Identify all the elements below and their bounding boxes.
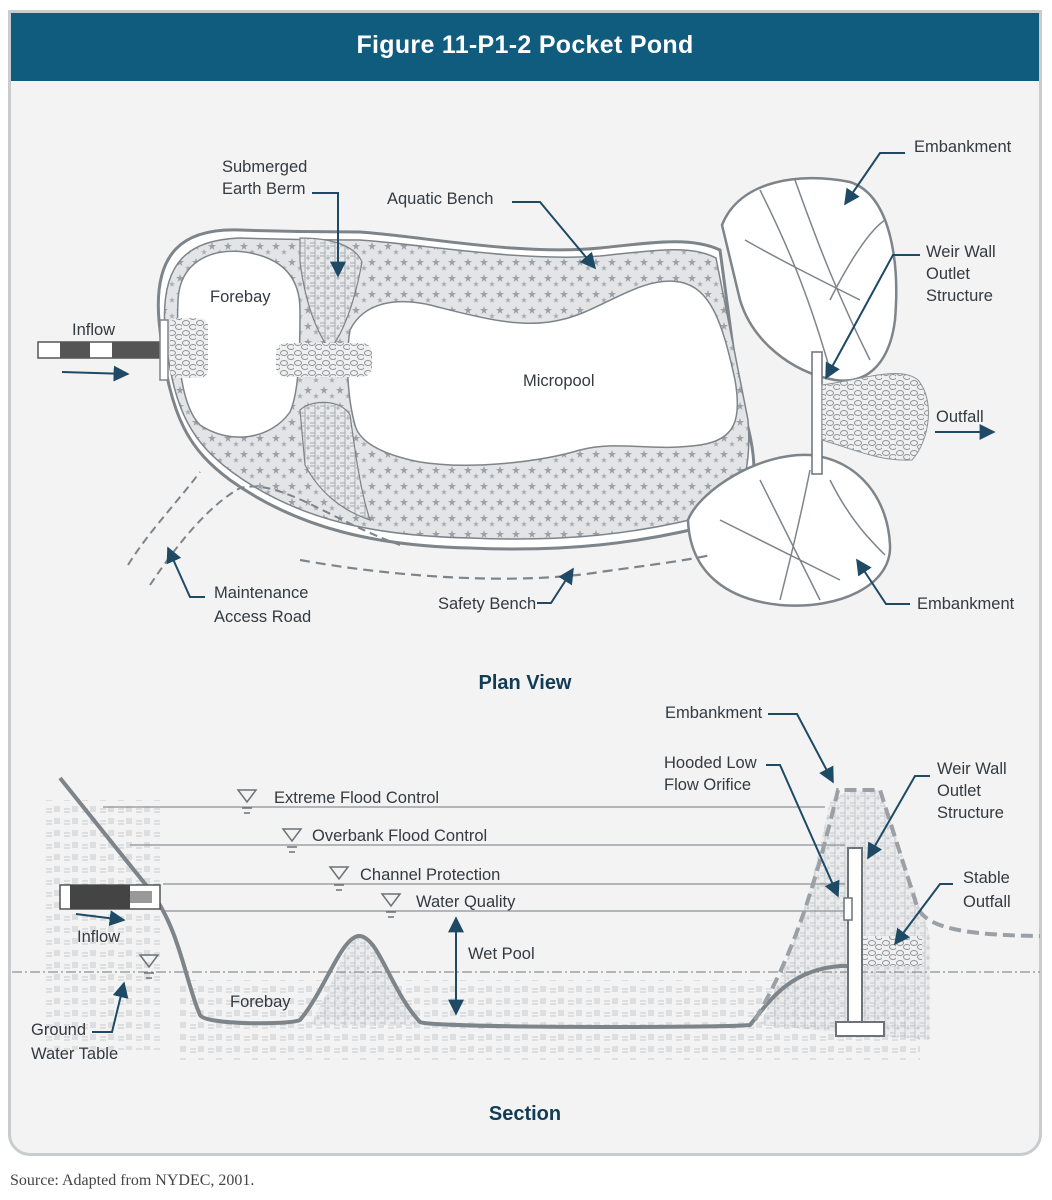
label-safety-bench: Safety Bench: [438, 595, 536, 613]
submerged-earth-berm: [299, 237, 363, 352]
label-aquatic-bench: Aquatic Bench: [387, 190, 493, 208]
label-embankment-top: Embankment: [914, 138, 1012, 156]
label-stable: Stable: [963, 869, 1010, 887]
label-water-quality: Water Quality: [416, 893, 516, 911]
stable-outfall-riprap: [862, 936, 922, 966]
inflow-arrow: [61, 365, 130, 382]
safety-bench-dash: [299, 553, 711, 580]
berm-leader: [312, 192, 346, 278]
figure-title: Figure 11-P1-2 Pocket Pond: [11, 13, 1039, 81]
label-section-structure: Structure: [937, 804, 1004, 822]
embankment-top: [720, 176, 898, 382]
section-weir-leader: [867, 775, 930, 860]
plan-view-heading: Plan View: [478, 672, 571, 694]
label-structure: Structure: [926, 287, 993, 305]
label-channel-protection: Channel Protection: [360, 866, 500, 884]
source-note: Source: Adapted from NYDEC, 2001.: [10, 1172, 255, 1189]
label-section-outlet: Outlet: [937, 782, 981, 800]
section-heading: Section: [489, 1103, 561, 1125]
weir-leader: [825, 254, 920, 380]
soil-left: [42, 800, 162, 1050]
aquatic-leader: [512, 201, 597, 270]
pond-profile: [58, 776, 855, 1029]
label-embankment-bottom: Embankment: [917, 595, 1015, 613]
label-section-inflow: Inflow: [77, 928, 120, 946]
label-section-embankment: Embankment: [665, 704, 763, 722]
micropool-water: [346, 280, 739, 466]
embankment-profile: [753, 788, 1041, 1022]
embankment-bottom-leader: [856, 558, 910, 605]
label-water-table: Water Table: [31, 1045, 118, 1063]
section-inflow-arrow: [75, 910, 126, 927]
label-maintenance: Maintenance: [214, 584, 308, 602]
level-markers: [138, 789, 402, 979]
inflow-pipe: [37, 319, 169, 381]
plan-view: Submerged Earth Berm Aquatic Bench Emban…: [37, 138, 1015, 694]
label-overbank-flood: Overbank Flood Control: [312, 827, 487, 845]
embankment-leader: [768, 713, 834, 784]
weir-wall-structure: [835, 847, 885, 1037]
label-inflow: Inflow: [72, 321, 115, 339]
maintenance-road-2: [149, 485, 401, 586]
label-wet-pool: Wet Pool: [468, 945, 535, 963]
berm-lower: [299, 401, 371, 521]
label-hooded-low: Hooded Low: [664, 754, 757, 772]
label-flow-orifice: Flow Orifice: [664, 776, 751, 794]
berm-riprap: [276, 343, 372, 377]
section-view: Embankment Hooded Low Flow Orifice Weir …: [12, 704, 1041, 1125]
label-submerged: Submerged: [222, 158, 307, 176]
label-section-weir-wall: Weir Wall: [937, 760, 1007, 778]
label-forebay: Forebay: [210, 288, 271, 306]
label-earth-berm: Earth Berm: [222, 180, 305, 198]
embankment-top-leader: [844, 152, 905, 206]
diagram-canvas: Submerged Earth Berm Aquatic Bench Emban…: [12, 138, 1041, 1125]
label-weir-wall: Weir Wall: [926, 243, 996, 261]
embankment-bottom: [686, 453, 892, 607]
ground-water-leader: [92, 981, 129, 1033]
maintenance-road-1: [127, 471, 201, 566]
section-inflow-pipe: [59, 884, 161, 910]
label-micropool: Micropool: [523, 372, 595, 390]
maintenance-leader: [166, 546, 205, 598]
label-outfall: Outfall: [936, 408, 984, 426]
outfall-riprap: [821, 373, 929, 461]
label-stable-outfall: Outfall: [963, 893, 1011, 911]
weir-wall: [811, 351, 823, 475]
hooded-leader: [766, 764, 840, 898]
berm-fill: [310, 936, 418, 1025]
label-access-road: Access Road: [214, 608, 311, 626]
inflow-riprap: [170, 318, 208, 378]
safety-leader: [537, 567, 574, 604]
label-outlet: Outlet: [926, 265, 970, 283]
label-section-forebay: Forebay: [230, 993, 291, 1011]
label-extreme-flood: Extreme Flood Control: [274, 789, 439, 807]
label-ground: Ground: [31, 1021, 86, 1039]
stable-outfall-leader: [894, 883, 953, 946]
